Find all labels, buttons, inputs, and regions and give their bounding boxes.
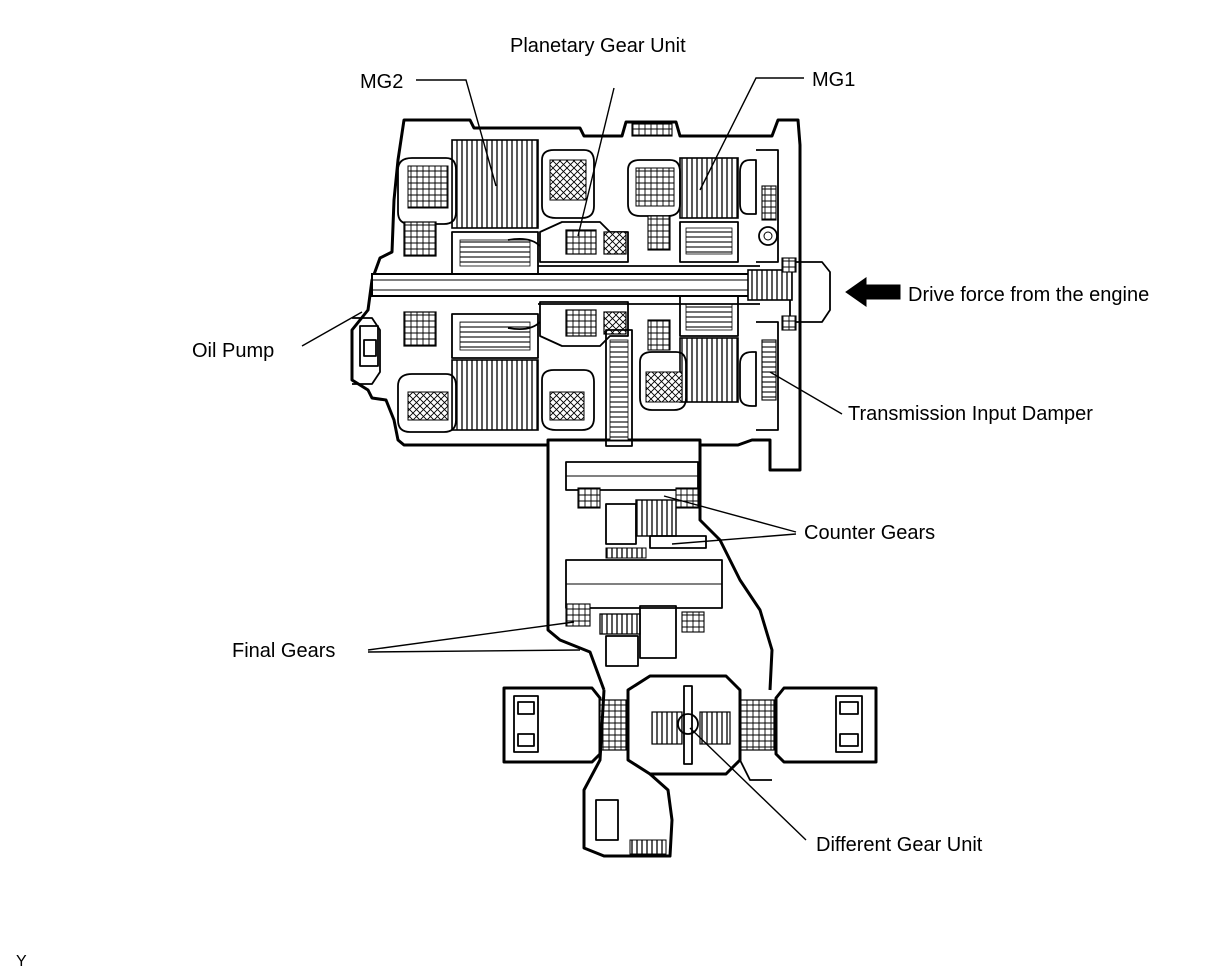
leader-lines [301,77,843,841]
label-transmission-input-damper: Transmission Input Damper [848,403,1093,425]
label-oil-pump: Oil Pump [192,340,274,362]
counter-gears [565,329,707,549]
label-drive-force: Drive force from the engine [908,284,1149,306]
leader-final-1 [367,621,575,651]
label-counter-gears: Counter Gears [804,522,935,544]
figure-code: Y [16,953,27,970]
leader-oil-pump [301,311,363,347]
leader-counter-1 [663,495,797,533]
label-final-gears: Final Gears [232,640,335,662]
leader-mg1 [699,77,804,191]
leader-diff [689,727,807,841]
transmission-input-damper [756,149,797,431]
final-gears [565,547,723,667]
leader-damper [769,371,843,415]
main-shaft [371,265,793,305]
label-mg2: MG2 [360,71,403,93]
drive-force-arrow [845,277,901,307]
leader-mg2 [416,79,497,187]
leader-final-2 [367,649,581,653]
label-different-gear-unit: Different Gear Unit [816,834,983,856]
leader-counter-2 [671,533,797,545]
label-mg1: MG1 [812,69,855,91]
leader-planetary [577,87,615,237]
label-planetary-gear-unit: Planetary Gear Unit [510,35,686,57]
transaxle-housing [350,118,831,691]
differential-gear-unit [502,674,878,858]
planetary-gear-unit [507,221,629,347]
mg1-motor [627,123,757,411]
